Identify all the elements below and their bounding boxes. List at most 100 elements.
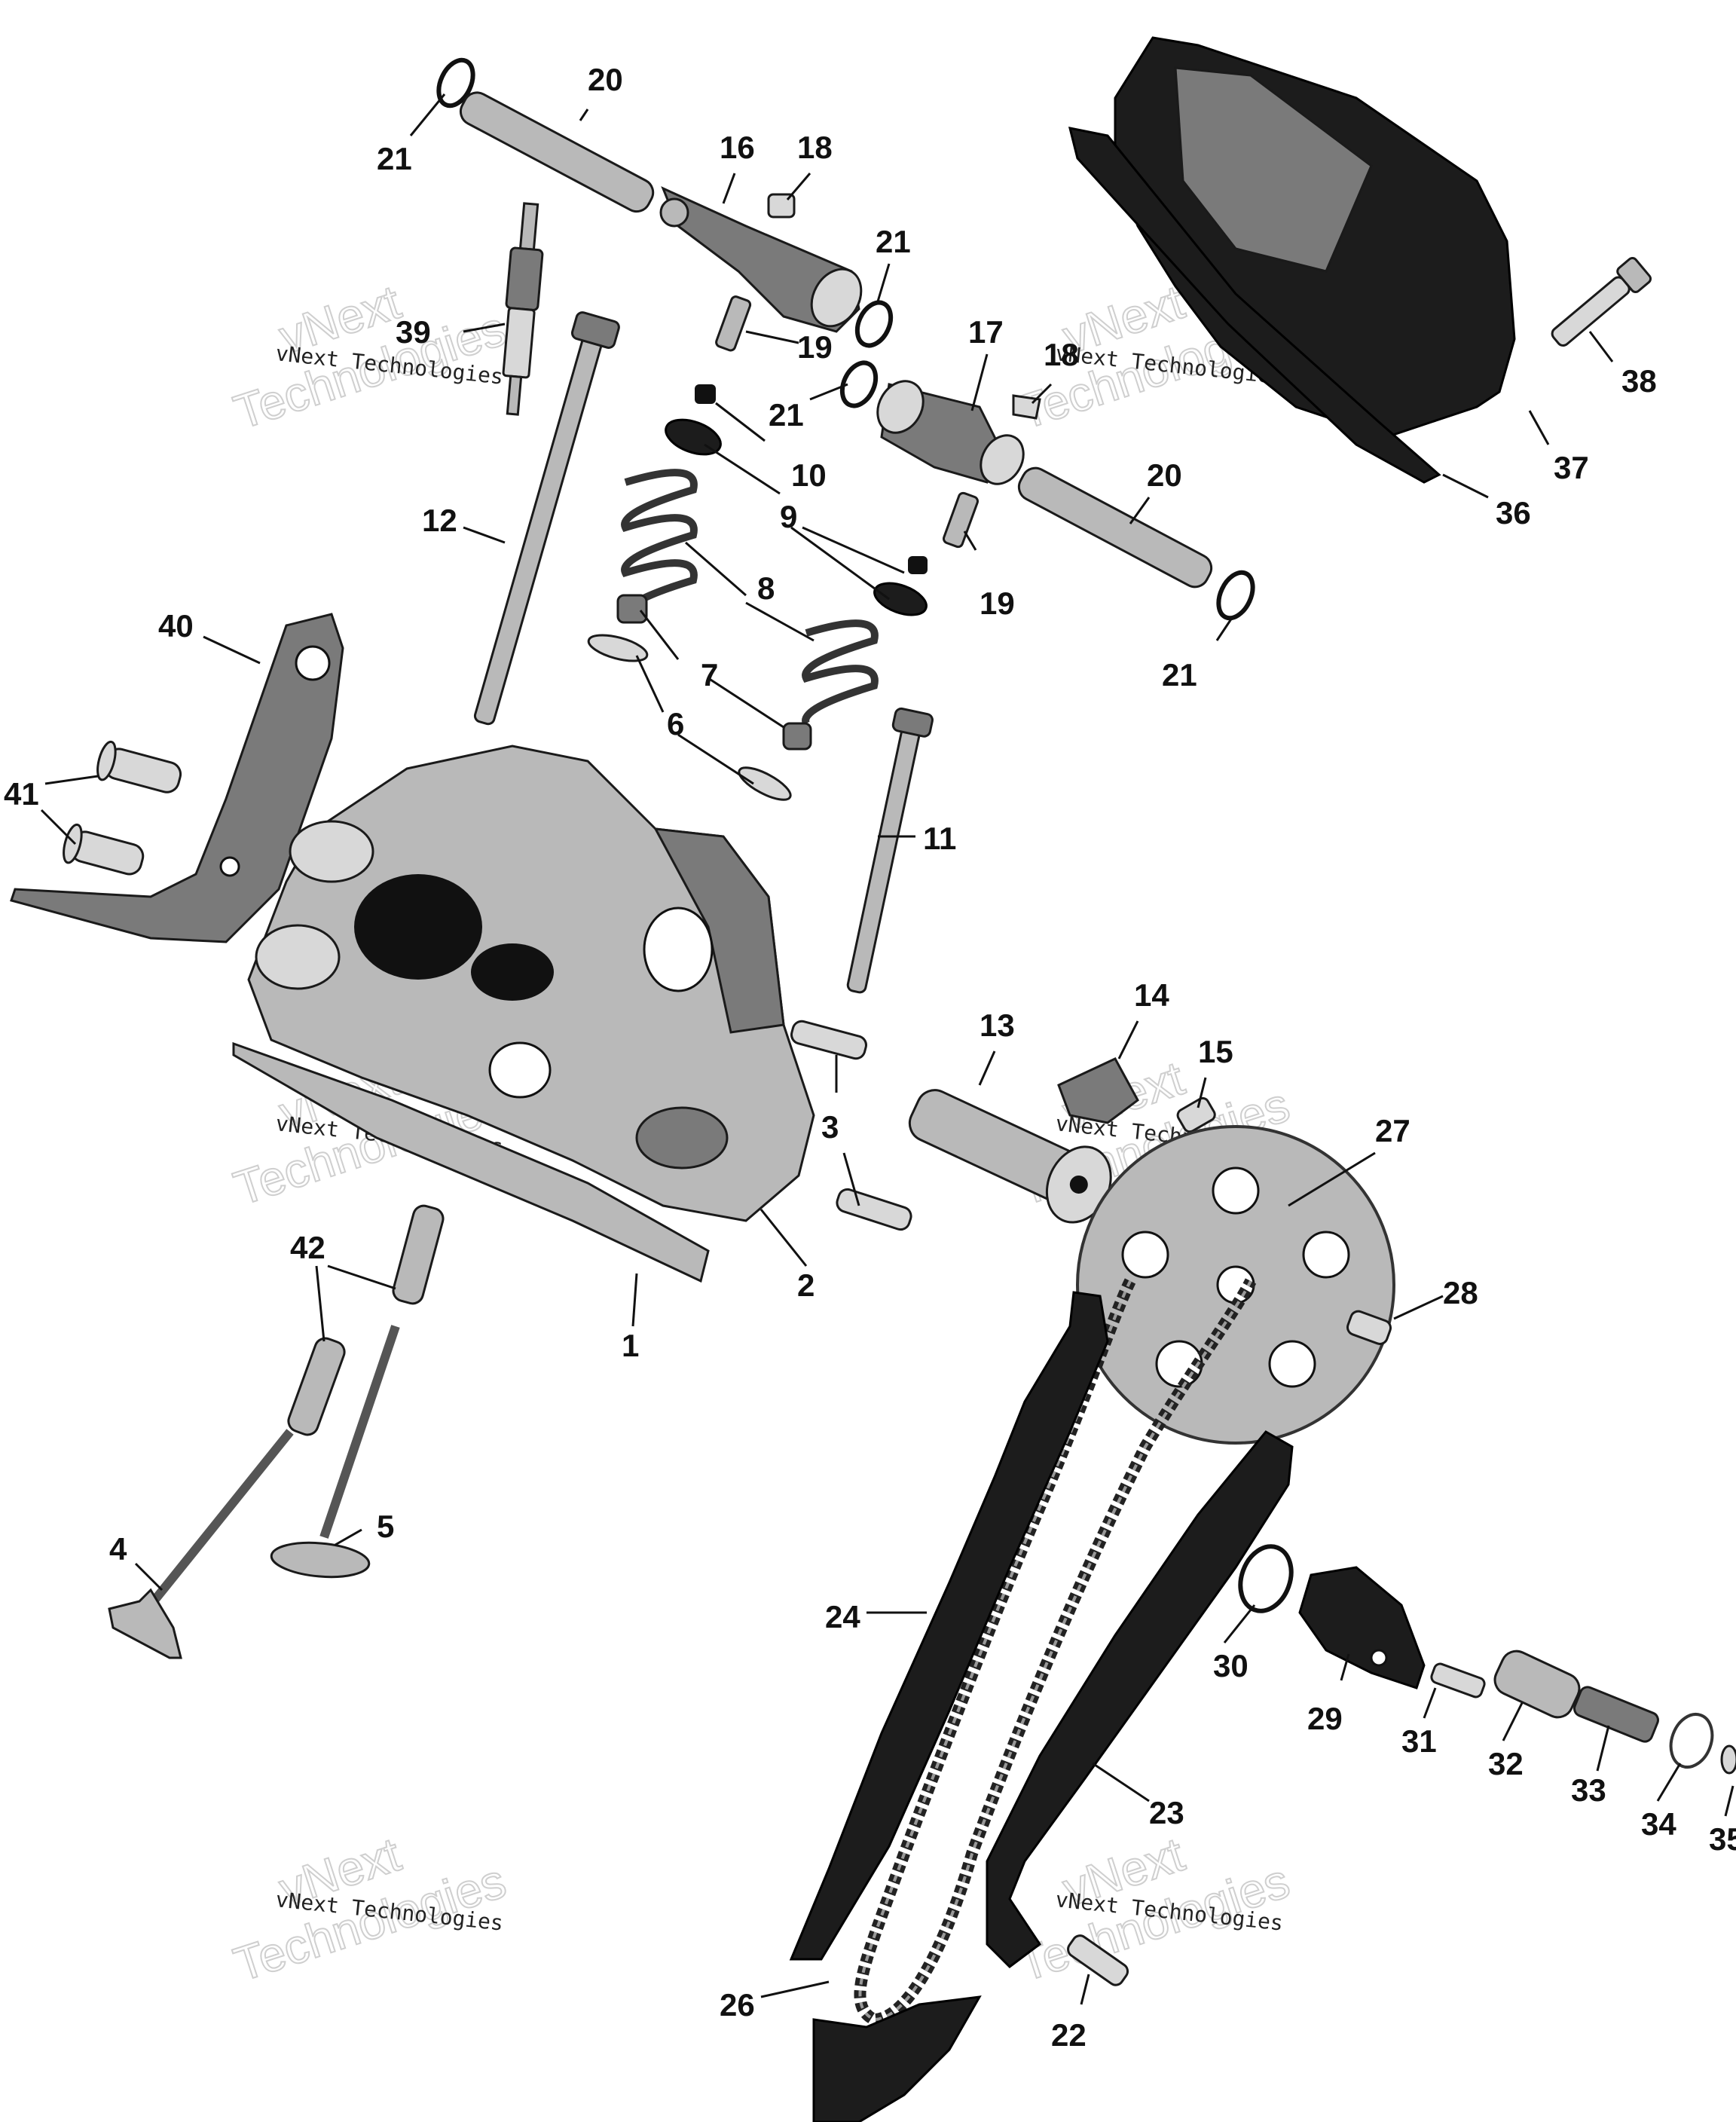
callout-13: 13 — [980, 1007, 1015, 1043]
callout-21: 21 — [1162, 657, 1197, 693]
bolt-15 — [1176, 1096, 1216, 1133]
leader-lines — [40, 93, 1734, 2005]
long-bolt-11 — [846, 707, 934, 994]
callout-3: 3 — [821, 1109, 839, 1145]
callout-21: 21 — [377, 141, 412, 176]
callout-35: 35 — [1709, 1821, 1736, 1857]
callout-40: 40 — [158, 608, 194, 644]
callout-21: 21 — [769, 397, 804, 433]
callout-18: 18 — [797, 130, 833, 165]
camshaft-13 — [908, 1089, 1112, 1224]
callout-18: 18 — [1044, 337, 1079, 372]
callout-6: 6 — [667, 706, 684, 741]
callout-5: 5 — [377, 1509, 394, 1544]
callout-38: 38 — [1621, 363, 1657, 399]
callout-11: 11 — [923, 821, 956, 856]
callout-12: 12 — [422, 503, 457, 538]
valve-4 — [108, 1429, 294, 1659]
rocker-shaft-20-right — [1017, 466, 1213, 589]
housing-bolt-31 — [1430, 1662, 1486, 1699]
spring-retainer-9-left — [665, 418, 722, 456]
callout-37: 37 — [1554, 450, 1589, 485]
callout-22: 22 — [1051, 2017, 1087, 2053]
o-ring-34 — [1669, 1713, 1714, 1769]
plug-35 — [1720, 1744, 1736, 1775]
watermark-bottom-right: vNext Technologies vNext Technologies — [1010, 1826, 1297, 1992]
spring-retainer-9-right — [873, 582, 928, 616]
tensioner-plunger-32 — [1493, 1650, 1581, 1719]
callout-30: 30 — [1213, 1648, 1249, 1683]
timing-chain-26 — [854, 1278, 1257, 2026]
rocker-shaft-20-top — [459, 91, 655, 213]
guide-bolt-22 — [1067, 1934, 1129, 1986]
rocker-arm-17 — [876, 380, 1025, 485]
o-ring-21-mid-upper — [854, 300, 894, 348]
callout-34: 34 — [1641, 1806, 1676, 1842]
callout-1: 1 — [622, 1328, 639, 1363]
callout-20: 20 — [588, 62, 623, 97]
callout-32: 32 — [1488, 1746, 1524, 1781]
callout-20: 20 — [1147, 457, 1182, 493]
valve-5 — [270, 1325, 400, 1579]
valve-seal-7-right — [782, 722, 812, 751]
spark-plug-39 — [502, 202, 544, 416]
bracket-bolt-41-lower — [63, 823, 145, 876]
callout-8: 8 — [757, 570, 775, 606]
retaining-plate-14 — [1057, 1057, 1139, 1124]
tensioner-guide-23 — [986, 1430, 1294, 1968]
valve-cover-gasket-36 — [1068, 127, 1441, 484]
chain-guide-24 — [789, 1291, 1109, 1961]
callout-labels: 21 20 16 18 21 19 39 21 17 18 20 38 37 3… — [4, 62, 1736, 2053]
spring-washer-6-right — [738, 766, 792, 801]
sprocket-bolt-28 — [1346, 1310, 1392, 1345]
callout-27: 27 — [1375, 1113, 1410, 1148]
callout-16: 16 — [720, 130, 755, 165]
watermark-bottom-left: vNext Technologies vNext Technologies — [227, 1826, 513, 1992]
callout-39: 39 — [396, 314, 431, 350]
tensioner-housing-29 — [1298, 1566, 1426, 1689]
valve-keeper-10-right — [908, 556, 928, 574]
callout-41: 41 — [4, 776, 39, 812]
rocker-arm-16 — [659, 186, 863, 333]
callout-36: 36 — [1496, 495, 1531, 530]
o-ring-21-right — [1216, 570, 1255, 621]
callout-24: 24 — [825, 1599, 860, 1634]
long-bolt-12 — [473, 311, 620, 726]
callout-10: 10 — [791, 457, 827, 493]
callout-33: 33 — [1571, 1772, 1606, 1808]
tensioner-spring-33 — [1573, 1686, 1659, 1743]
watermark-top-left: vNext Technologies vNext Technologies — [227, 274, 513, 440]
valve-keeper-10-left — [695, 384, 716, 404]
adjuster-screw-19-upper — [715, 295, 752, 352]
callout-26: 26 — [720, 1987, 755, 2023]
callout-19: 19 — [797, 329, 833, 365]
o-ring-30 — [1238, 1544, 1294, 1613]
engine-bracket-40 — [10, 613, 344, 943]
callout-23: 23 — [1149, 1795, 1184, 1830]
callout-31: 31 — [1401, 1723, 1437, 1759]
valve-cover-37 — [1114, 36, 1516, 439]
callout-15: 15 — [1198, 1034, 1233, 1069]
valve-spring-8-right — [802, 619, 879, 726]
valve-seal-7-left — [616, 594, 648, 624]
callout-19: 19 — [980, 586, 1015, 621]
o-ring-21-top-left — [436, 57, 475, 109]
cover-bolt-38 — [1551, 256, 1652, 347]
callout-4: 4 — [109, 1531, 127, 1567]
callout-42: 42 — [290, 1230, 326, 1265]
dowel-pin-3-lower — [836, 1188, 912, 1231]
bracket-bolt-41-upper — [96, 740, 182, 793]
callout-28: 28 — [1443, 1275, 1478, 1310]
callout-14: 14 — [1134, 977, 1169, 1013]
callout-21: 21 — [876, 224, 911, 259]
callout-7: 7 — [701, 657, 718, 693]
callout-9: 9 — [780, 499, 797, 534]
cam-sprocket-27 — [1076, 1125, 1395, 1445]
cylinder-head-2 — [247, 745, 815, 1222]
callout-29: 29 — [1307, 1701, 1343, 1736]
valve-guide-42-upper — [392, 1204, 445, 1305]
head-gasket-1 — [232, 1041, 710, 1283]
callout-17: 17 — [968, 314, 1004, 350]
adjuster-screw-19-lower — [943, 491, 979, 549]
